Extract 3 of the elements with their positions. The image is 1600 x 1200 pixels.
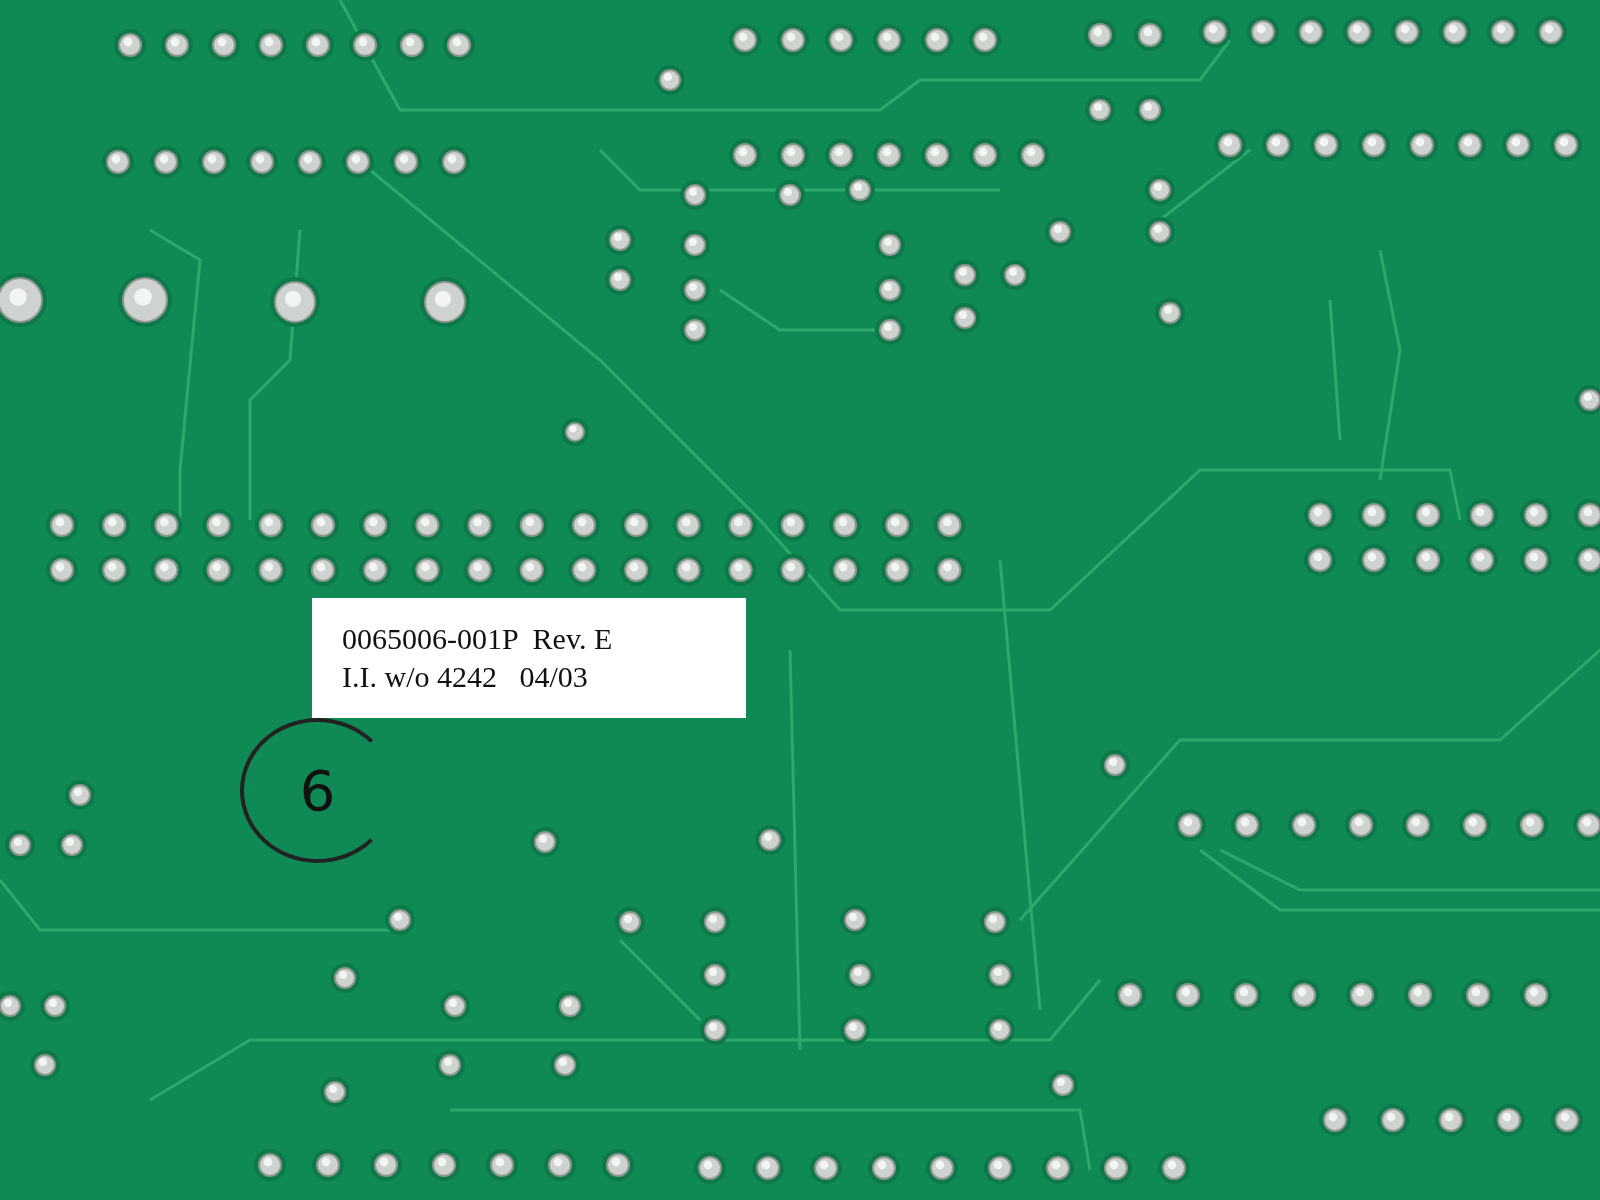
work-order-text: I.I. w/o 4242 04/03 <box>342 659 589 695</box>
part-number-text: 0065006-001P Rev. E <box>342 621 614 657</box>
label-sticker <box>312 598 746 718</box>
